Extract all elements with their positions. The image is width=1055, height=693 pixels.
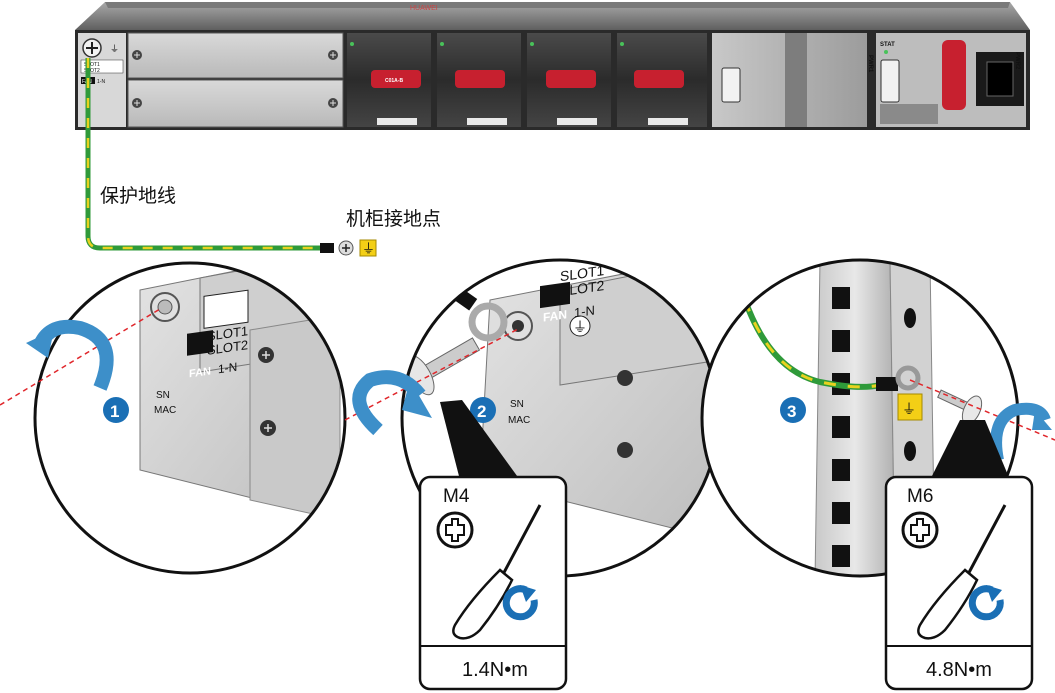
- detail1-fan-redundancy: 1-N: [218, 360, 237, 377]
- detail1-fan-label: FAN: [189, 365, 211, 380]
- detail-step-3: ⏚ 3 M6 4.8N•m: [700, 258, 1055, 691]
- device-slot-bottom-label: SLOT2: [84, 68, 100, 74]
- step-number-1: 1: [110, 402, 119, 421]
- brand-logo: HUAWEI: [410, 5, 438, 12]
- fan-module-4: [617, 33, 707, 127]
- device-fan-redundancy: 1-N: [97, 79, 105, 85]
- ground-symbol-icon: ⏚: [110, 44, 119, 54]
- pwr1-label: PWR1: [867, 55, 873, 73]
- device-slot-top-label: SLOT1: [84, 62, 100, 68]
- switch-chassis: HUAWEI ⏚ SLOT1 SLOT2 FAN 1-N C01A-B: [75, 2, 1030, 130]
- stat-label: STAT: [880, 42, 895, 48]
- fan-module-2: [437, 33, 521, 127]
- clockwise-arrow-icon: [352, 370, 426, 436]
- detail2-sn-label: SN: [510, 399, 524, 410]
- detail1-slot1-label: SLOT1: [207, 323, 248, 344]
- step-number-2: 2: [477, 402, 486, 421]
- step-badge-1: [103, 397, 129, 423]
- fan-module-1: C01A-B: [347, 33, 431, 127]
- ground-cable: ⏚: [85, 58, 377, 257]
- svg-text:⏚: ⏚: [573, 319, 587, 335]
- clockwise-arrow-icon: [968, 585, 1004, 621]
- detail2-fan-redundancy: 1-N: [574, 302, 595, 320]
- detail1-slot2-label: SLOT2: [207, 337, 248, 358]
- detail2-fan-label: FAN: [543, 307, 567, 324]
- detail2-slot2-label: SLOT2: [560, 277, 604, 299]
- step-badge-3: [780, 397, 806, 423]
- step-number-3: 3: [787, 402, 796, 421]
- torque-value-m6: 4.8N•m: [926, 659, 992, 681]
- detail1-sn-label: SN: [156, 390, 170, 401]
- psu2-handle[interactable]: [880, 59, 900, 103]
- slot2-blank-panel: [127, 79, 344, 128]
- m6-screwdriver-card: M6 4.8N•m: [884, 475, 1034, 691]
- ground-symbol-icon: ⏚: [362, 241, 375, 256]
- pwr2-label: PWR2: [1014, 52, 1020, 70]
- fan-module-3: [527, 33, 611, 127]
- ground-cable-label: 保护地线: [100, 185, 176, 207]
- detail2-mac-label: MAC: [508, 415, 530, 426]
- detail-step-2: ⏚ SLOT1 SLOT2 FAN 1-N SN MAC 2 M4: [344, 258, 720, 691]
- psu1-handle[interactable]: [721, 67, 741, 103]
- fan-module-model: C01A-B: [385, 78, 403, 84]
- screw-size-m6: M6: [907, 486, 933, 507]
- clockwise-arrow-icon: [502, 585, 538, 621]
- m4-screwdriver-card: M4 1.4N•m: [418, 475, 568, 691]
- cabinet-ground-point-label: 机柜接地点: [346, 208, 441, 230]
- screw-size-m4: M4: [443, 486, 470, 507]
- detail1-mac-label: MAC: [154, 405, 176, 416]
- psu-warning-label: [942, 40, 966, 110]
- ground-symbol-icon: ⏚: [902, 401, 916, 417]
- clockwise-arrow-icon: [990, 402, 1051, 462]
- slot1-blank-panel: [127, 32, 344, 79]
- step-badge-2: [470, 397, 496, 423]
- detail2-slot1-label: SLOT1: [560, 262, 604, 284]
- detail-step-1: ⏚ SLOT1 SLOT2 FAN 1-N SN MAC 1: [0, 261, 347, 575]
- torque-value-m4: 1.4N•m: [462, 659, 528, 681]
